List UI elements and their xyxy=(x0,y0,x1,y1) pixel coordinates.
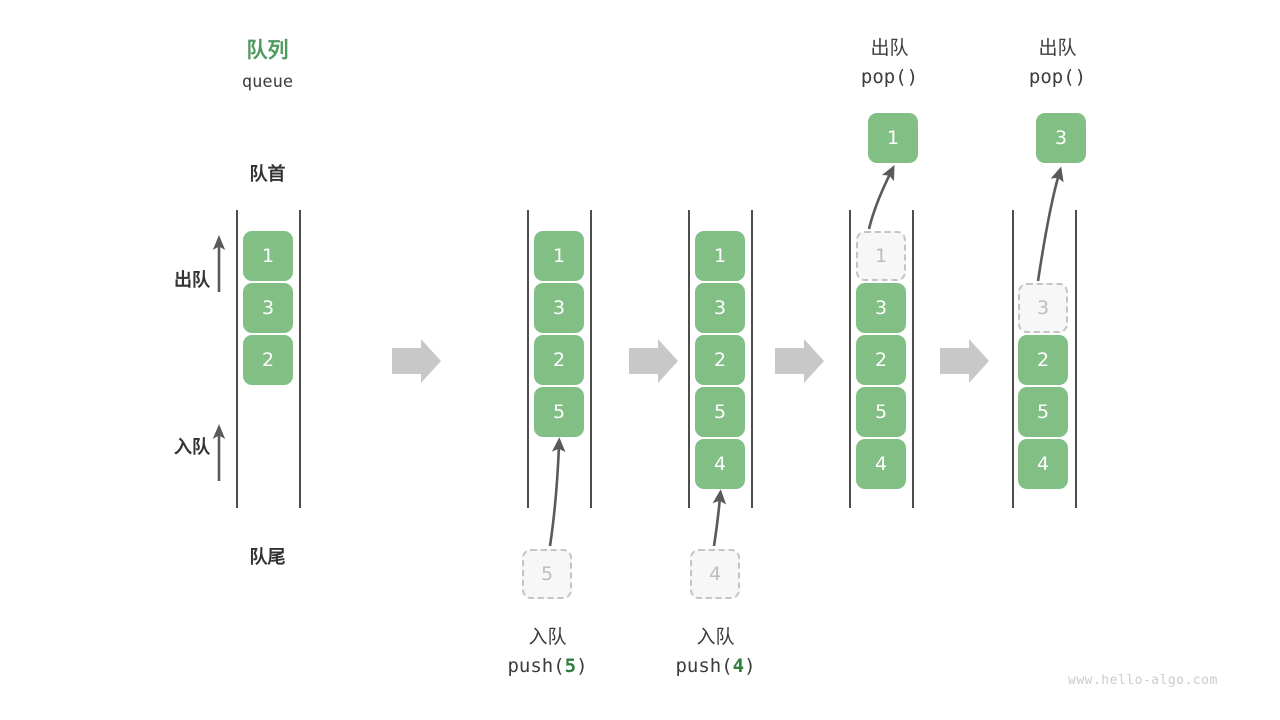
queue-cell-new: 4 xyxy=(695,439,745,489)
queue-cell: 5 xyxy=(695,387,745,437)
rail-right-panel-1 xyxy=(299,210,301,508)
outgoing-ghost-cell: 1 xyxy=(856,231,906,281)
outgoing-ghost-cell: 3 xyxy=(1018,283,1068,333)
enqueue-direction-arrow xyxy=(212,424,226,481)
queue-cell: 4 xyxy=(856,439,906,489)
watermark: www.hello-algo.com xyxy=(1068,673,1218,688)
push5-label-code: push(5) xyxy=(470,655,625,677)
push4-code-arg: 4 xyxy=(732,655,745,677)
rail-left-panel-2 xyxy=(527,210,529,508)
enqueue-label: 入队 xyxy=(174,437,210,458)
pop3-label-cn: 出队 xyxy=(1038,37,1077,59)
rail-left-panel-5 xyxy=(1012,210,1014,508)
queue-cell: 5 xyxy=(1018,387,1068,437)
push4-label-cn: 入队 xyxy=(696,626,735,648)
push4-motion-arrow xyxy=(712,489,727,547)
rail-left-panel-4 xyxy=(849,210,851,508)
queue-cell: 3 xyxy=(243,283,293,333)
dequeue-label: 出队 xyxy=(174,270,210,291)
rail-left-panel-3 xyxy=(688,210,690,508)
push5-motion-arrow xyxy=(548,437,566,547)
dequeue-direction-arrow xyxy=(212,235,226,292)
pop1-label-cn: 出队 xyxy=(870,37,909,59)
queue-cell: 3 xyxy=(534,283,584,333)
diagram-title-cn: 队列 xyxy=(246,38,289,62)
push4-label-code: push(4) xyxy=(638,655,793,677)
queue-cell: 1 xyxy=(243,231,293,281)
rail-left-panel-1 xyxy=(236,210,238,508)
rail-right-panel-2 xyxy=(590,210,592,508)
queue-cell: 3 xyxy=(856,283,906,333)
queue-cell: 2 xyxy=(243,335,293,385)
queue-cell: 1 xyxy=(695,231,745,281)
queue-cell: 2 xyxy=(1018,335,1068,385)
rear-label: 队尾 xyxy=(249,547,286,568)
push5-code-suffix: ) xyxy=(576,655,588,677)
queue-cell: 5 xyxy=(856,387,906,437)
push5-label-cn: 入队 xyxy=(528,626,567,648)
popped-cell: 1 xyxy=(868,113,918,163)
transition-arrow xyxy=(775,339,824,383)
push4-code-prefix: push( xyxy=(675,655,733,677)
queue-cell-new: 5 xyxy=(534,387,584,437)
rail-right-panel-5 xyxy=(1075,210,1077,508)
rail-right-panel-3 xyxy=(751,210,753,508)
pop3-motion-arrow xyxy=(1036,166,1064,282)
queue-cell: 3 xyxy=(695,283,745,333)
incoming-ghost-cell: 4 xyxy=(690,549,740,599)
popped-cell: 3 xyxy=(1036,113,1086,163)
diagram-title-en: queue xyxy=(241,72,294,92)
pop1-label-code: pop() xyxy=(860,66,919,88)
incoming-ghost-cell: 5 xyxy=(522,549,572,599)
pop3-label-code: pop() xyxy=(1028,66,1087,88)
push5-code-arg: 5 xyxy=(564,655,577,677)
queue-cell: 2 xyxy=(534,335,584,385)
push4-code-suffix: ) xyxy=(744,655,756,677)
queue-cell: 2 xyxy=(856,335,906,385)
transition-arrow xyxy=(392,339,441,383)
queue-cell: 2 xyxy=(695,335,745,385)
pop1-motion-arrow xyxy=(867,165,895,230)
queue-cell: 1 xyxy=(534,231,584,281)
front-label: 队首 xyxy=(249,164,286,185)
queue-cell: 4 xyxy=(1018,439,1068,489)
push5-code-prefix: push( xyxy=(507,655,565,677)
transition-arrow xyxy=(940,339,989,383)
rail-right-panel-4 xyxy=(912,210,914,508)
transition-arrow xyxy=(629,339,678,383)
